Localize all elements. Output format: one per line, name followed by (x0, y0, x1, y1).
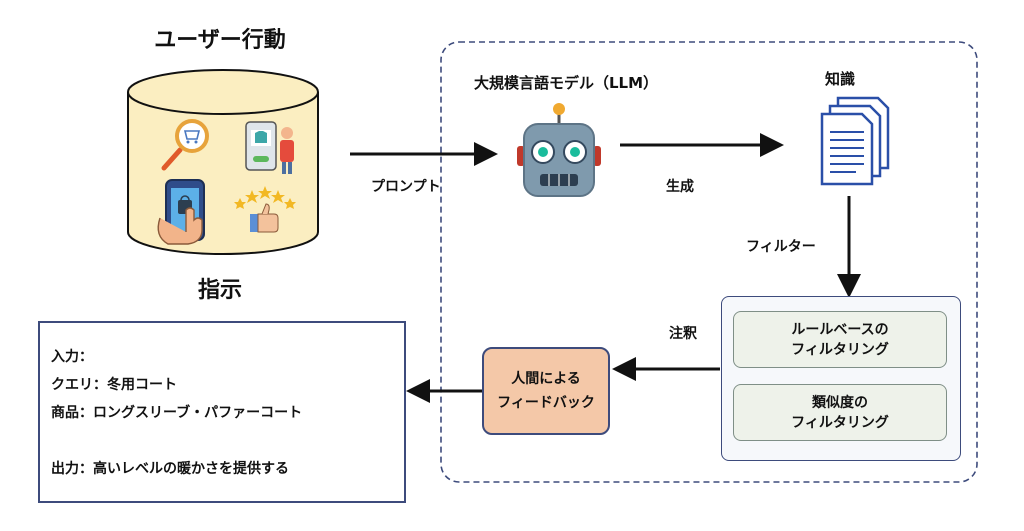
rule-filter-line2: フィルタリング (791, 341, 889, 358)
cart-search-icon (161, 119, 209, 171)
filtering-box: ルールベースの フィルタリング 類似度の フィルタリング (721, 296, 961, 461)
feedback-line1: 人間による (511, 371, 581, 387)
instruction-product: 商品：ロングスリーブ・パファーコート (51, 405, 303, 421)
phone-bag-icon (157, 179, 205, 245)
llm-region (440, 41, 978, 483)
filter-label: フィルター (746, 239, 816, 255)
rating-stars-icon (234, 186, 296, 233)
instruction-output: 出力：高いレベルの暖かさを提供する (51, 461, 289, 477)
knowledge-title: 知識 (824, 70, 855, 88)
rule-filter-line1: ルールベースの (791, 321, 889, 338)
instruction-query: クエリ：冬用コート (51, 377, 177, 393)
sim-filter-line1: 類似度の (812, 394, 868, 411)
annotation-label: 注釈 (669, 326, 697, 342)
user-behavior-title: ユーザー行動 (154, 28, 286, 53)
llm-title: 大規模言語モデル（LLM） (474, 74, 659, 92)
prompt-label: プロンプト (371, 179, 441, 195)
rule-based-filter-box: ルールベースの フィルタリング (733, 311, 947, 368)
instruction-input-label: 入力： (51, 349, 93, 365)
sim-filter-line2: フィルタリング (791, 414, 889, 431)
documents-icon (820, 96, 890, 186)
instruction-box: 入力： クエリ：冬用コート 商品：ロングスリーブ・パファーコート 出力：高いレベ… (38, 321, 406, 503)
shopping-phone-icon (245, 121, 294, 174)
feedback-line2: フィードバック (497, 395, 595, 411)
robot-icon (517, 103, 601, 197)
similarity-filter-box: 類似度の フィルタリング (733, 384, 947, 441)
generate-label: 生成 (666, 179, 694, 195)
human-feedback-box: 人間による フィードバック (482, 347, 610, 435)
instruction-title: 指示 (197, 278, 242, 303)
